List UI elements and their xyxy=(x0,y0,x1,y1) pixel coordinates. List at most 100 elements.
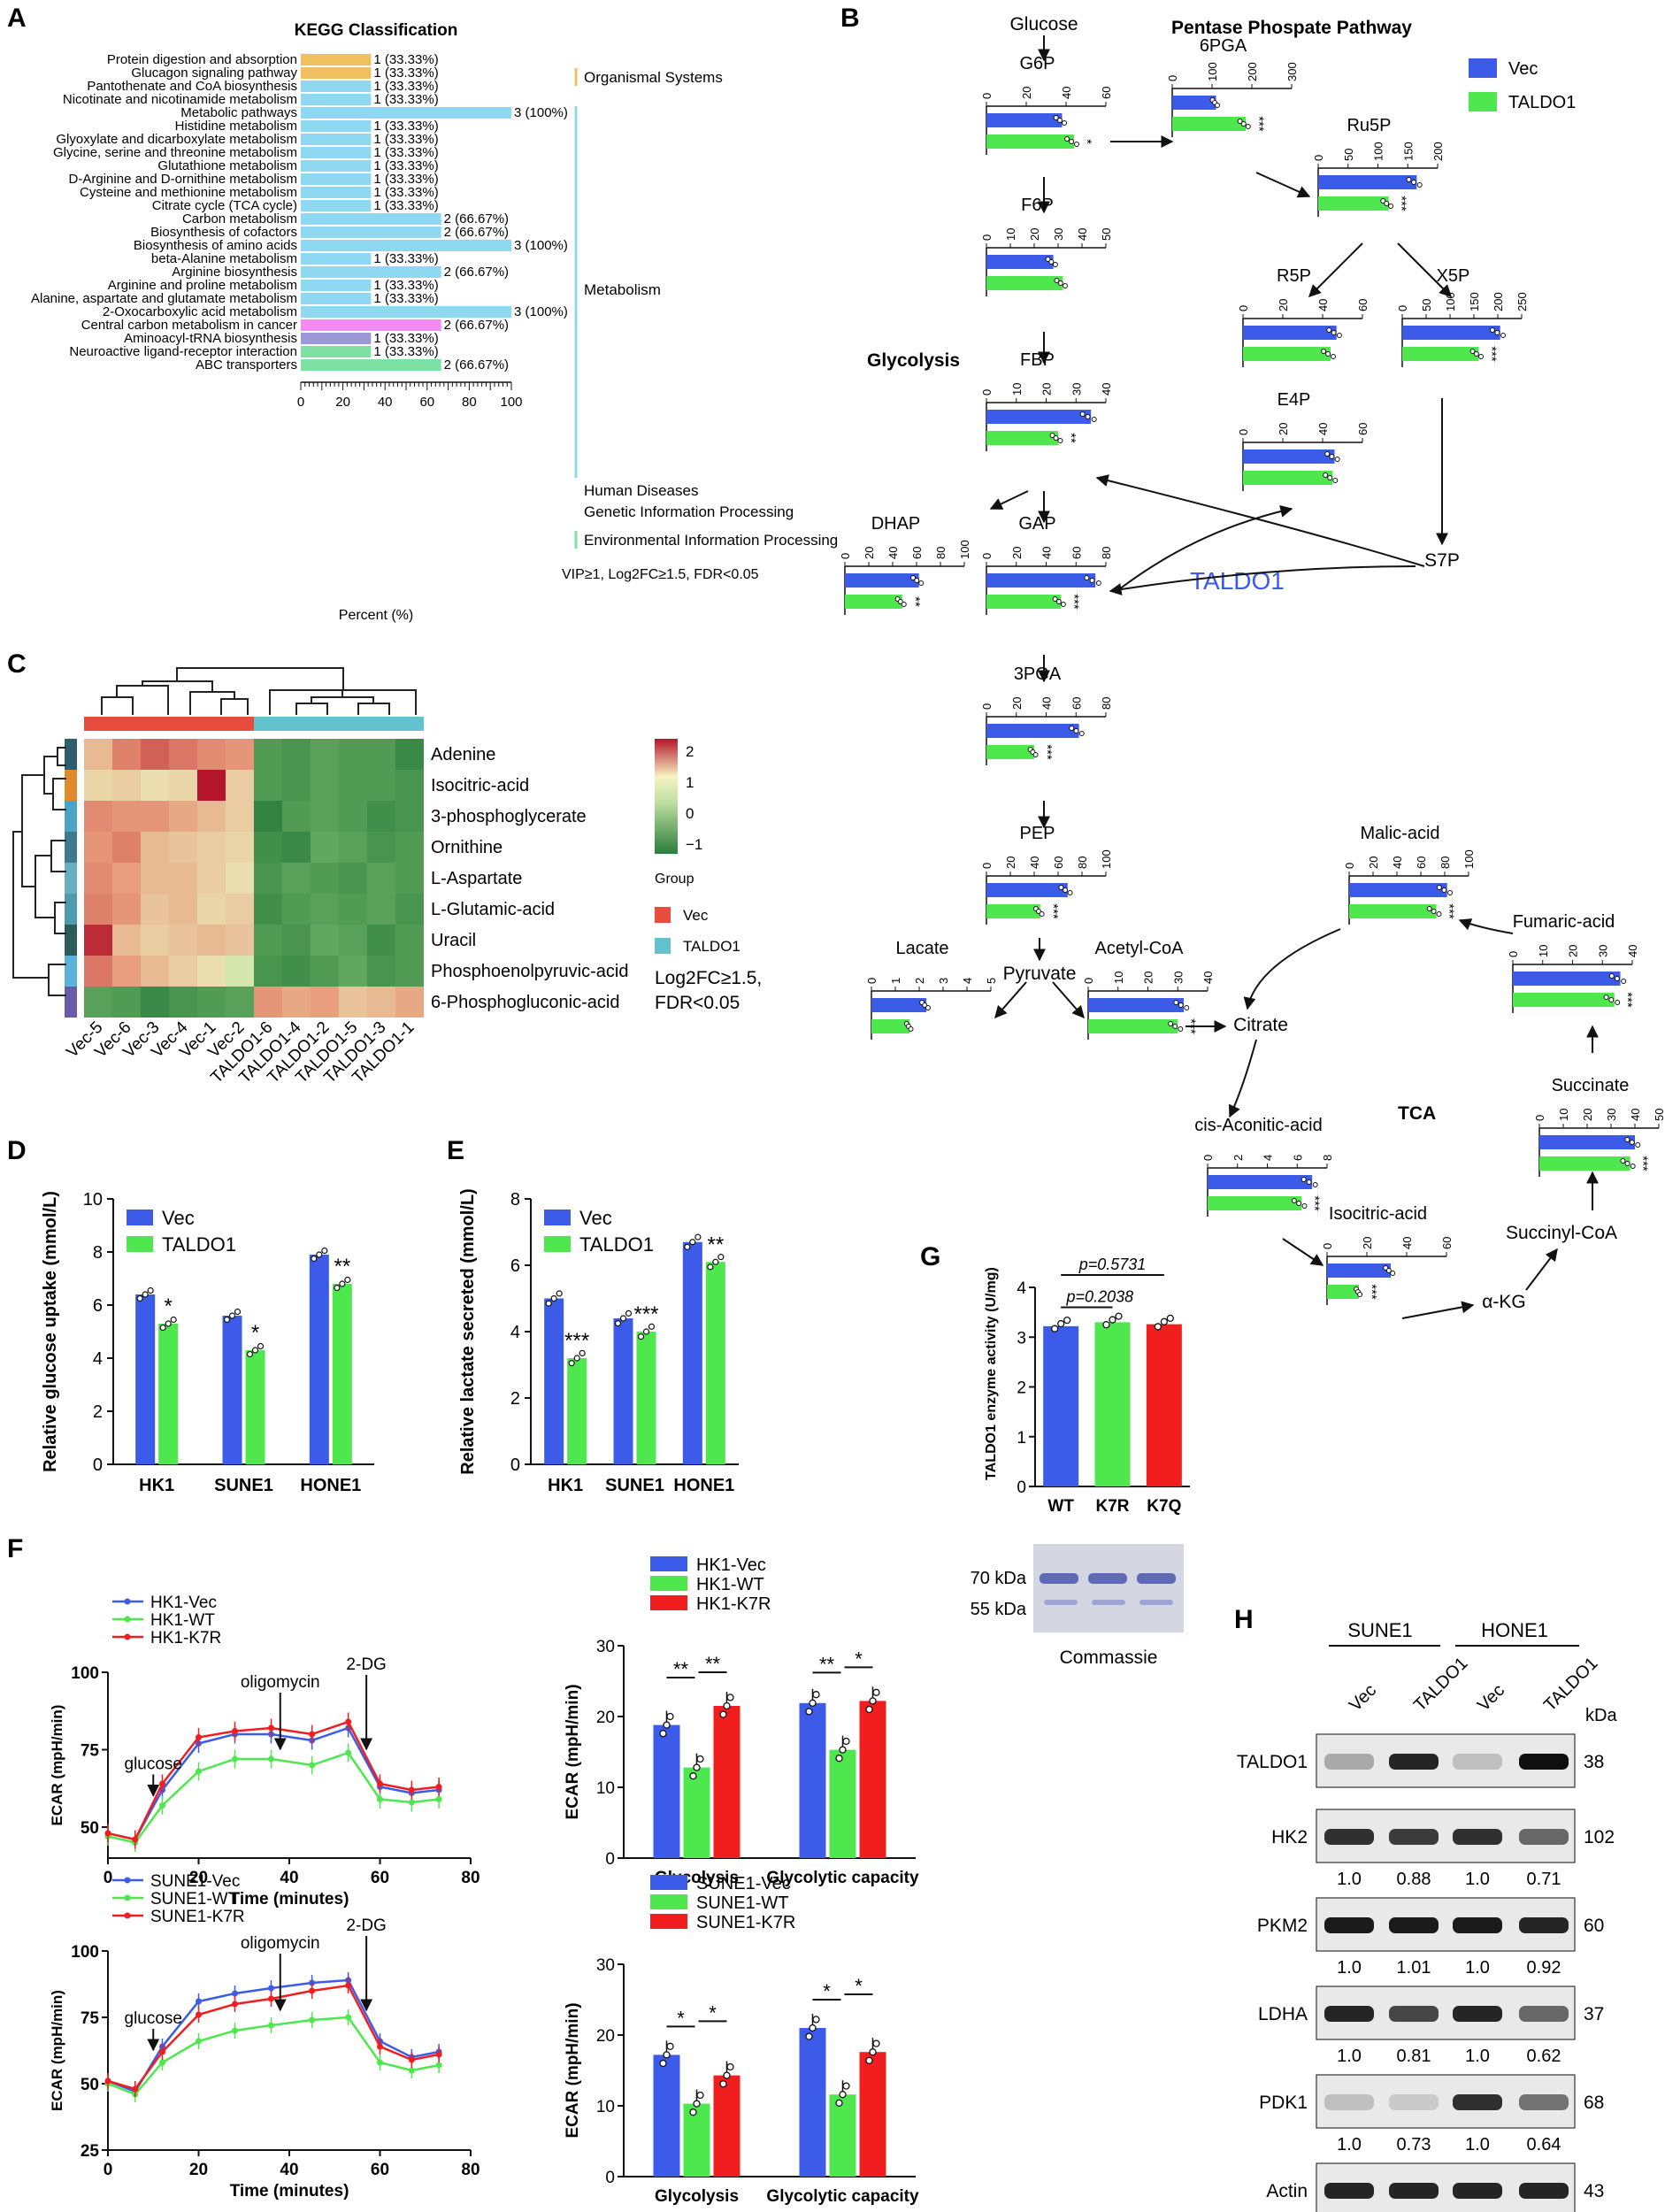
metabolite-name: Acetyl-CoA xyxy=(1094,939,1184,958)
bar-vec xyxy=(653,2055,680,2177)
bar-vec xyxy=(613,1318,633,1464)
row-annotation-cell xyxy=(65,801,77,832)
heatmap-cell xyxy=(84,863,112,894)
data-dot xyxy=(1051,1325,1059,1333)
data-dot xyxy=(805,2032,813,2040)
metabolite-bar-vec xyxy=(986,255,1054,269)
blot-band xyxy=(1324,2183,1374,2199)
data-dot xyxy=(805,1708,813,1716)
series-point-k7r xyxy=(104,1830,111,1837)
heatmap-cell xyxy=(254,863,282,894)
metabolite-tick-label: 5 xyxy=(985,978,998,984)
metabolite-dot xyxy=(1603,995,1609,1000)
metabolite-dot xyxy=(1214,103,1220,108)
metabolite-tick-label: 40 xyxy=(1316,299,1330,311)
blot-band xyxy=(1389,2006,1439,2022)
metabolite-dot xyxy=(1052,262,1058,267)
metabolite-significance: *** xyxy=(1046,903,1061,919)
y-axis-label: ECAR (mpH/min) xyxy=(49,1990,65,2111)
metabolite-dot xyxy=(1620,1158,1626,1164)
blot-kda-label: 102 xyxy=(1584,1827,1615,1847)
metabolite-dot xyxy=(1057,438,1063,443)
metabolite-dot xyxy=(1085,414,1091,419)
y-tick-label: 6 xyxy=(93,1296,103,1316)
blot-band xyxy=(1389,2183,1439,2199)
colorbar-tick-1: 1 xyxy=(686,774,694,791)
metabolite-tick-label: 80 xyxy=(1076,856,1089,869)
metabolite-tick-label: 200 xyxy=(1431,142,1445,161)
heatmap-cell xyxy=(169,894,197,925)
metabolite-bar-taldo1 xyxy=(1208,1196,1302,1210)
x-category-label: K7R xyxy=(1095,1497,1129,1516)
metabolite-dot xyxy=(1336,333,1342,338)
x-axis-label: Time (minutes) xyxy=(230,1890,349,1909)
significance: * xyxy=(164,1294,172,1318)
metabolite-tick-label: 4 xyxy=(1262,1155,1275,1161)
metabolite-tick-label: 20 xyxy=(1367,856,1380,869)
annotation-label: glucose xyxy=(125,2009,183,2028)
bar-wt xyxy=(683,2103,710,2177)
metabolite-tick-label: 60 xyxy=(910,547,924,559)
bar-wt xyxy=(829,2094,856,2177)
metabolite-tick-label: 10 xyxy=(1112,972,1125,984)
series-point-wt xyxy=(435,2062,442,2069)
y-tick-label: 10 xyxy=(596,2098,615,2116)
significance: ** xyxy=(707,1233,724,1256)
group-label-metabolism: Metabolism xyxy=(584,281,661,298)
metabolite-tick-label: 60 xyxy=(1100,87,1113,99)
metabolite-dot xyxy=(1168,1021,1174,1026)
legend-label-k7r: SUNE1-K7R xyxy=(150,1908,245,1926)
heatmap-cell xyxy=(311,925,339,956)
blot-band xyxy=(1324,2094,1374,2110)
metabolite-tick-label: 0 xyxy=(980,93,994,99)
heatmap-row-label: L-Aspartate xyxy=(431,869,522,888)
y-tick-label: 75 xyxy=(81,2009,100,2028)
metabolite-bar-taldo1 xyxy=(986,134,1074,149)
metabolite-name: G6P xyxy=(1019,54,1055,73)
metabolite-tick-label: 20 xyxy=(1028,228,1041,241)
data-dot xyxy=(865,2056,873,2064)
metabolite-significance: *** xyxy=(1442,903,1457,919)
group-label-organismal: Organismal Systems xyxy=(584,69,723,86)
blot-quant-value: 0.73 xyxy=(1397,2135,1431,2154)
blot-quant-value: 0.64 xyxy=(1527,2135,1561,2154)
legend-label-taldo1: TALDO1 xyxy=(1508,93,1576,112)
kegg-tick-label: 80 xyxy=(462,395,477,410)
metabolite-tick-label: 60 xyxy=(1070,547,1083,559)
metabolite-dot xyxy=(1060,602,1066,607)
heatmap-cell xyxy=(226,770,254,801)
heatmap-cell xyxy=(84,925,112,956)
heatmap-cell xyxy=(197,987,226,1018)
x-category-label: HK1 xyxy=(548,1476,583,1495)
data-dot xyxy=(1154,1323,1162,1331)
kegg-value-label: 1 (33.33%) xyxy=(373,278,438,293)
heatmap-cell xyxy=(112,956,141,987)
heatmap-cell xyxy=(197,801,226,832)
group-label-genetic: Genetic Information Processing xyxy=(584,503,794,520)
group-bar-cell xyxy=(84,717,112,731)
y-tick-label: 100 xyxy=(71,1664,99,1683)
kegg-row-label: Carbon metabolism xyxy=(182,211,297,227)
metabolite-bar-vec xyxy=(1402,326,1500,340)
data-dot xyxy=(663,2051,671,2059)
blot-band xyxy=(1324,1829,1374,1845)
heatmap-cell xyxy=(141,987,169,1018)
metabolite-name: X5P xyxy=(1437,266,1470,286)
metabolite-dot xyxy=(1357,1292,1363,1297)
y-tick-label: 3 xyxy=(1017,1329,1026,1348)
metabolite-tick-label: 0 xyxy=(1396,305,1409,311)
metabolite-tick-label: 40 xyxy=(1391,856,1404,869)
metabolite-bar-taldo1 xyxy=(986,904,1040,918)
data-dot xyxy=(170,1316,177,1324)
metabolite-tick-label: 80 xyxy=(1439,856,1452,869)
row-annotation-cell xyxy=(65,832,77,863)
x-axis-label: Time (minutes) xyxy=(230,2182,349,2200)
blot-band xyxy=(1389,1917,1439,1933)
metabolite-tick-label: 60 xyxy=(1440,1237,1454,1249)
metabolite-tick-label: 40 xyxy=(1028,856,1041,869)
blot-quant-value: 0.71 xyxy=(1527,1870,1561,1889)
data-dot xyxy=(839,2091,847,2099)
heatmap-cell xyxy=(112,925,141,956)
kegg-row-label: Central carbon metabolism in cancer xyxy=(81,318,297,333)
